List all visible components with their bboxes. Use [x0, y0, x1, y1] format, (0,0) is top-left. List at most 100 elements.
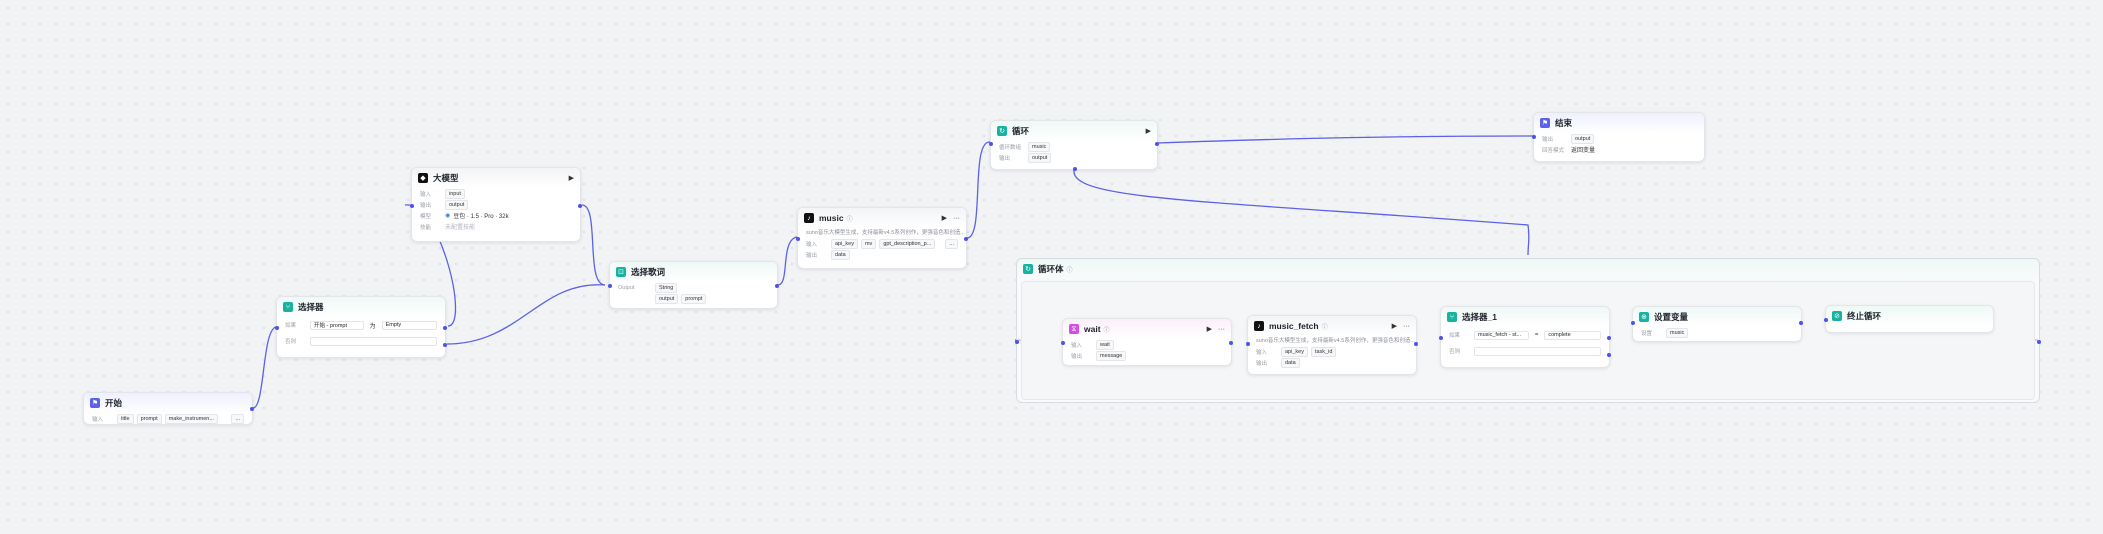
info-icon[interactable]: ⓘ [1066, 267, 1073, 274]
output-label: 输出 [1071, 353, 1083, 360]
info-icon[interactable]: ⓘ [846, 216, 853, 223]
output-port[interactable] [250, 407, 254, 411]
llm-title: 大模型 [433, 173, 459, 183]
output-label: 输出 [420, 202, 432, 209]
break-loop-node[interactable]: ⊘ 终止循环 [1824, 305, 1994, 333]
run-icon[interactable]: ▶ [1391, 323, 1397, 330]
output-label: 输出 [806, 252, 818, 259]
loop-output-port[interactable] [2037, 340, 2041, 344]
if-port[interactable] [1607, 336, 1611, 340]
end-title: 结束 [1555, 118, 1573, 128]
selector-1-node[interactable]: ⑂选择器_1 如果 music_fetch - st... = complete… [1439, 306, 1611, 368]
output-port[interactable] [1799, 321, 1803, 325]
info-icon[interactable]: ⓘ [1321, 324, 1328, 331]
input-port[interactable] [1246, 342, 1250, 346]
info-icon[interactable]: ⓘ [1103, 327, 1110, 334]
run-icon[interactable]: ▶ [1206, 326, 1212, 333]
var-tag: output [655, 293, 679, 304]
input-tag: wait [1096, 339, 1114, 350]
type-tag: String [655, 282, 678, 293]
if-label: 如果 [1449, 333, 1461, 339]
output-port[interactable] [964, 237, 968, 241]
input-port[interactable] [410, 204, 414, 208]
selector-1-title: 选择器_1 [1462, 312, 1497, 322]
more-icon[interactable]: ··· [1403, 322, 1410, 330]
output-label: 输出 [1542, 136, 1554, 143]
loop-input-port[interactable] [1015, 340, 1019, 344]
output-label: Output [618, 284, 635, 291]
input-label: 输入 [806, 241, 818, 248]
music-fetch-title: music_fetch [1269, 321, 1319, 331]
param-tag: api_key [831, 238, 858, 249]
input-port[interactable] [1439, 336, 1443, 340]
answer-mode-label: 回答模式 [1542, 147, 1565, 154]
set-variable-icon: ⊕ [1639, 312, 1649, 322]
input-port[interactable] [1824, 318, 1828, 322]
else-port[interactable] [443, 343, 447, 347]
break-loop-title: 终止循环 [1847, 311, 1882, 321]
loop-body-title: 循环体 [1038, 264, 1064, 274]
more-params-tag[interactable]: ... [231, 413, 244, 424]
skill-label: 技能 [420, 224, 432, 231]
more-params-tag[interactable]: ... [945, 238, 958, 249]
else-port[interactable] [1607, 353, 1611, 357]
run-icon[interactable]: ▶ [941, 215, 947, 222]
break-loop-icon: ⊘ [1832, 311, 1842, 321]
code-icon: ⊡ [616, 267, 626, 277]
param-tag: gpt_description_p... [879, 238, 936, 249]
condition-value[interactable]: complete [1544, 330, 1601, 340]
condition-value[interactable]: Empty [381, 320, 437, 330]
else-label: 否则 [1449, 349, 1461, 355]
param-tag: api_key [1281, 346, 1308, 357]
music-plugin-icon: ♪ [804, 213, 814, 223]
start-node[interactable]: ⚑开始 输入 title prompt make_instrumen... ..… [83, 392, 254, 425]
run-icon[interactable]: ▶ [568, 175, 574, 182]
loop-body-port[interactable] [1073, 167, 1077, 171]
input-port[interactable] [608, 284, 612, 288]
input-port[interactable] [1532, 135, 1536, 139]
input-label: 输入 [1071, 342, 1083, 349]
else-label: 否则 [285, 339, 297, 345]
condition-variable[interactable]: music_fetch - st... [1474, 330, 1529, 340]
output-port[interactable] [578, 204, 582, 208]
input-port[interactable] [275, 326, 279, 330]
selector-title: 选择器 [298, 302, 324, 312]
input-port[interactable] [796, 237, 800, 241]
if-port[interactable] [443, 326, 447, 330]
if-label: 如果 [285, 323, 297, 329]
more-icon[interactable]: ··· [953, 214, 960, 222]
output-port[interactable] [1229, 341, 1233, 345]
input-port[interactable] [1061, 341, 1065, 345]
output-port[interactable] [1155, 142, 1159, 146]
output-tag: output [1028, 152, 1052, 163]
output-tag: data [1281, 357, 1300, 368]
selector-node[interactable]: ⑂选择器 如果 开始 - prompt 为 Empty 否则 [275, 296, 447, 358]
param-tag: title [117, 413, 134, 424]
input-port[interactable] [989, 142, 993, 146]
var-tag: prompt [681, 293, 707, 304]
more-icon[interactable]: ··· [1218, 325, 1225, 333]
output-label: 输出 [999, 155, 1011, 162]
wait-icon: ⧖ [1069, 324, 1079, 334]
output-port[interactable] [1414, 342, 1418, 346]
start-title: 开始 [105, 398, 123, 408]
end-icon: ⚑ [1540, 118, 1550, 128]
node-description: suno音乐大模型生成，支持最新v4.5系列创作，更强音色和创造... [806, 230, 965, 236]
input-port[interactable] [1631, 321, 1635, 325]
music-plugin-icon: ♪ [1254, 321, 1264, 331]
run-icon[interactable]: ▶ [1145, 128, 1151, 135]
param-tag: mv [860, 238, 877, 249]
loop-body-icon: ↻ [1023, 264, 1033, 274]
output-port[interactable] [775, 284, 779, 288]
input-label: 输入 [1256, 349, 1268, 356]
llm-icon: ◆ [418, 173, 428, 183]
condition-variable[interactable]: 开始 - prompt [310, 320, 364, 330]
